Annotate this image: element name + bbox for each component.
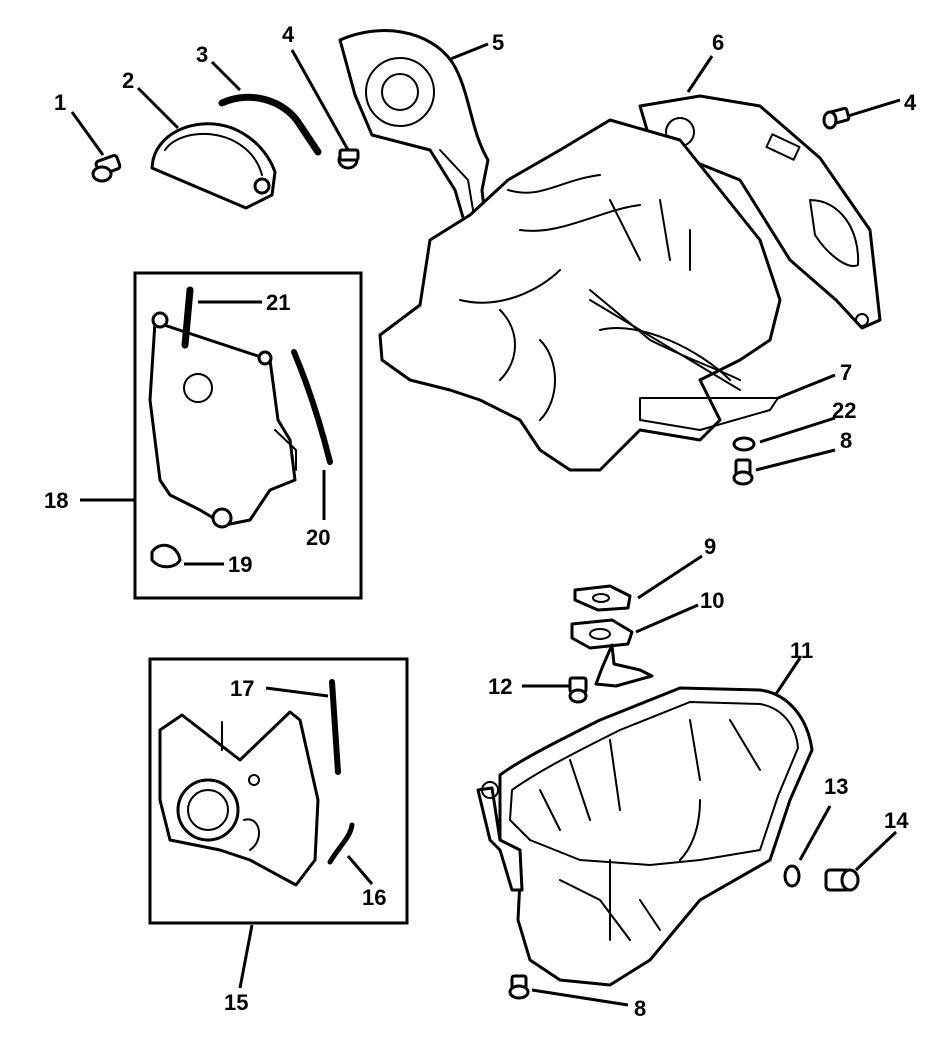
callout-1: 1	[54, 90, 66, 115]
callout-2: 2	[122, 68, 134, 93]
washer-part-13	[783, 805, 832, 888]
callout-20: 20	[306, 525, 330, 550]
seal-strip-part-21	[181, 286, 262, 349]
callout-21: 21	[266, 290, 290, 315]
bolt-part-4-right	[822, 98, 901, 130]
callout-7: 7	[840, 360, 852, 385]
callout-8-upper: 8	[840, 428, 852, 453]
timing-cover-part-18	[80, 311, 297, 529]
gasket-part-7	[639, 373, 836, 431]
seal-strip-part-20	[291, 349, 333, 520]
callout-9: 9	[704, 534, 716, 559]
oil-strainer-part-10	[570, 603, 699, 688]
inset-frame-15	[148, 657, 409, 925]
oil-pan-part-11	[476, 657, 814, 987]
bolt-part-4-left	[290, 49, 360, 170]
seal-strip-part-17	[265, 679, 341, 775]
callout-4-right: 4	[904, 90, 917, 115]
timing-cover-part-15	[158, 710, 320, 989]
bolt-part-8-lower	[508, 974, 629, 1007]
callout-19: 19	[228, 552, 252, 577]
callout-18: 18	[44, 488, 68, 513]
callout-13: 13	[824, 774, 848, 799]
callout-6: 6	[712, 30, 724, 55]
callout-15: 15	[224, 990, 248, 1015]
washer-part-22	[732, 416, 836, 452]
timing-cover-upper-part-2	[136, 86, 277, 210]
callout-12: 12	[488, 674, 512, 699]
seal-strip-part-3	[210, 60, 322, 156]
callout-14: 14	[884, 808, 909, 833]
callout-5: 5	[492, 30, 504, 55]
bolt-part-12	[522, 676, 588, 704]
callout-4-left: 4	[282, 22, 295, 47]
callout-17: 17	[230, 676, 254, 701]
clip-part-19	[150, 543, 224, 569]
bolt-part-1	[70, 111, 122, 183]
callout-11: 11	[790, 638, 813, 663]
callout-10: 10	[700, 588, 724, 613]
engine-block	[378, 118, 782, 472]
bolt-part-8-upper	[732, 448, 836, 486]
callout-8-lower: 8	[634, 996, 646, 1021]
callout-22: 22	[832, 398, 856, 423]
clip-part-16	[327, 822, 374, 885]
inset-frame-18	[133, 271, 363, 600]
gasket-part-9	[573, 554, 703, 612]
callout-16: 16	[362, 885, 386, 910]
callout-3: 3	[196, 42, 208, 67]
drain-plug-part-14	[824, 830, 898, 892]
